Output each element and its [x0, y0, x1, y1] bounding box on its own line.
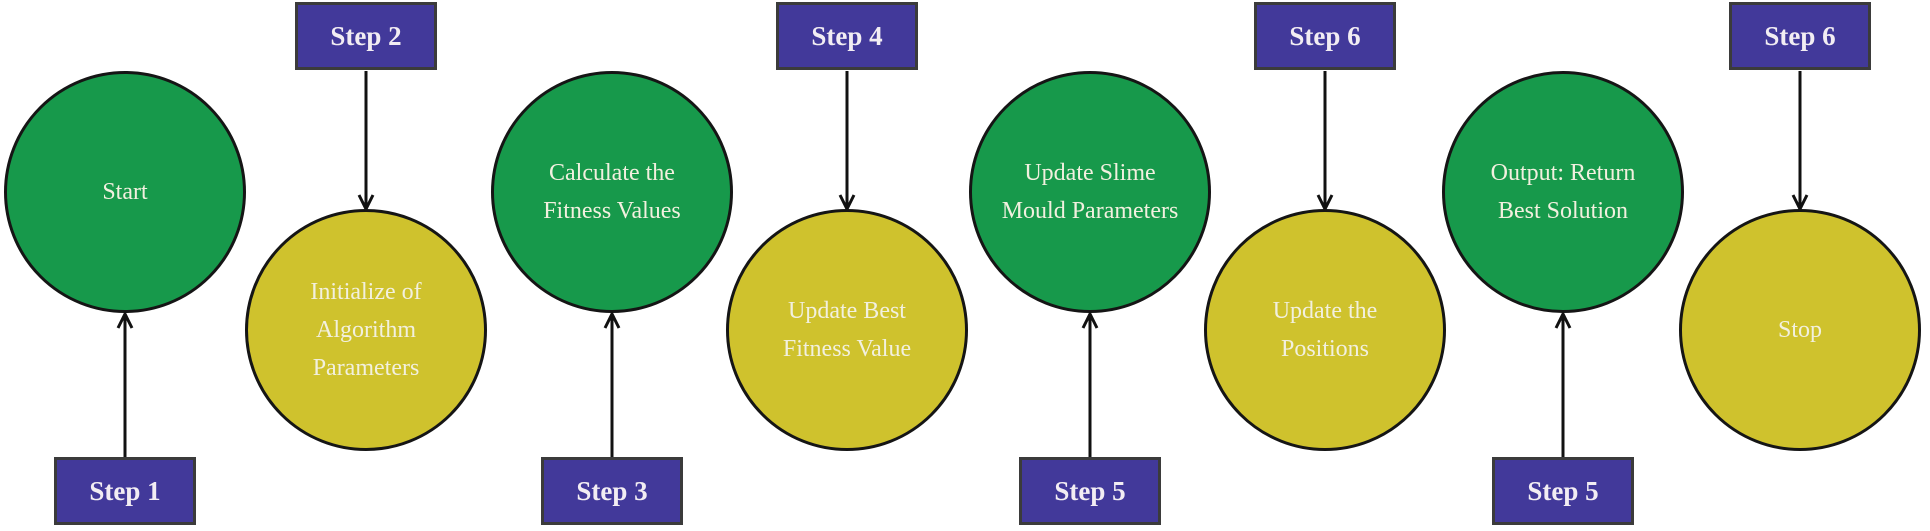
- step-label: Step 6: [1764, 20, 1836, 51]
- step-box-3: Step 3: [541, 457, 683, 525]
- step-label: Step 5: [1527, 475, 1599, 506]
- step-box-4: Step 4: [776, 2, 918, 70]
- flow-node-calculate-fitness: Calculate the Fitness Values: [491, 71, 733, 313]
- arrow-down-icon: [1791, 71, 1809, 213]
- arrow-up-icon: [116, 310, 134, 457]
- flow-node-start: Start: [4, 71, 246, 313]
- flow-node-update-best-fitness: Update Best Fitness Value: [726, 209, 968, 451]
- flow-node-update-positions: Update the Positions: [1204, 209, 1446, 451]
- flow-node-stop: Stop: [1679, 209, 1921, 451]
- step-box-6: Step 6: [1254, 2, 1396, 70]
- flow-node-output: Output: Return Best Solution: [1442, 71, 1684, 313]
- flow-node-label: Output: Return Best Solution: [1490, 160, 1636, 224]
- step-box-7: Step 5: [1492, 457, 1634, 525]
- flow-node-label: Update the Positions: [1272, 298, 1378, 362]
- flow-node-label: Initialize of Algorithm Parameters: [310, 279, 422, 381]
- flow-node-label: Calculate the Fitness Values: [543, 160, 681, 224]
- step-box-2: Step 2: [295, 2, 437, 70]
- flow-node-initialize: Initialize of Algorithm Parameters: [245, 209, 487, 451]
- flow-node-label: Start: [102, 179, 148, 205]
- step-label: Step 4: [811, 20, 883, 51]
- flow-node-label: Stop: [1777, 317, 1822, 343]
- step-label: Step 5: [1054, 475, 1126, 506]
- step-label: Step 1: [89, 475, 161, 506]
- arrow-down-icon: [838, 71, 856, 213]
- step-box-1: Step 1: [54, 457, 196, 525]
- arrow-down-icon: [357, 71, 375, 213]
- step-box-8: Step 6: [1729, 2, 1871, 70]
- step-box-5: Step 5: [1019, 457, 1161, 525]
- arrow-up-icon: [1554, 310, 1572, 457]
- step-label: Step 2: [330, 20, 402, 51]
- arrow-up-icon: [1081, 310, 1099, 457]
- arrow-up-icon: [603, 310, 621, 457]
- step-label: Step 6: [1289, 20, 1361, 51]
- step-label: Step 3: [576, 475, 648, 506]
- flow-node-label: Update Slime Mould Parameters: [1001, 160, 1179, 224]
- flow-node-label: Update Best Fitness Value: [782, 298, 912, 362]
- flow-node-update-slime-mould: Update Slime Mould Parameters: [969, 71, 1211, 313]
- arrow-down-icon: [1316, 71, 1334, 213]
